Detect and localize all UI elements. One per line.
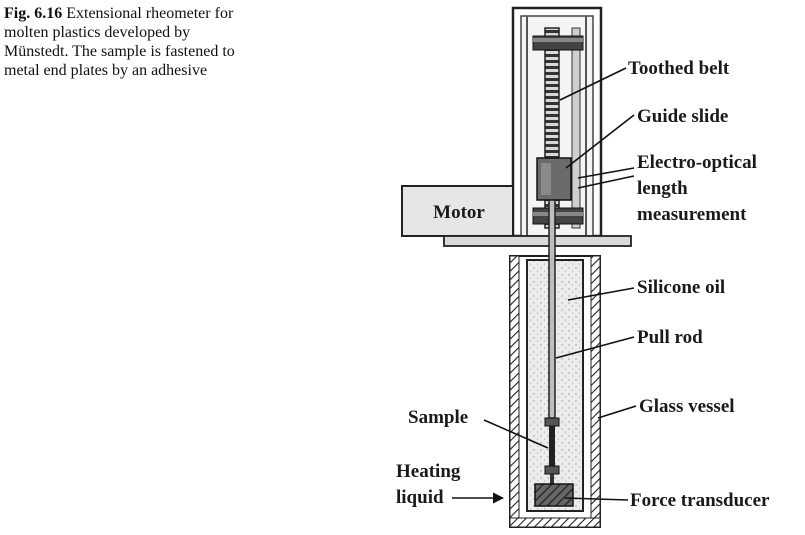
- label-electro-optical: Electro-optical: [637, 152, 757, 173]
- motor-label: Motor: [433, 202, 485, 223]
- figure-number: Fig. 6.16: [4, 5, 63, 22]
- label-sample: Sample: [408, 407, 468, 428]
- guide-slide: [536, 157, 572, 201]
- label-guide-slide: Guide slide: [637, 106, 728, 127]
- pull-rod: [548, 199, 556, 419]
- caption-text: Extensional rheometer for molten plastic…: [4, 5, 235, 79]
- label-pull-rod: Pull rod: [637, 327, 703, 348]
- label-electro-optical-measurement: measurement: [637, 204, 747, 225]
- force-transducer: [534, 483, 574, 507]
- base-plate: [443, 235, 632, 247]
- label-heating: Heating: [396, 461, 461, 482]
- motor: Motor: [401, 185, 514, 237]
- label-toothed-belt: Toothed belt: [628, 58, 730, 79]
- label-force-transducer: Force transducer: [630, 490, 770, 511]
- label-heating-liquid: liquid: [396, 487, 444, 508]
- label-silicone-oil: Silicone oil: [637, 277, 725, 298]
- leader-lines: [452, 67, 637, 504]
- label-glass-vessel: Glass vessel: [639, 396, 735, 417]
- figure-caption: Fig. 6.16 Extensional rheometer for molt…: [4, 4, 254, 80]
- sample: [544, 417, 560, 484]
- label-electro-optical-length: length: [637, 178, 688, 199]
